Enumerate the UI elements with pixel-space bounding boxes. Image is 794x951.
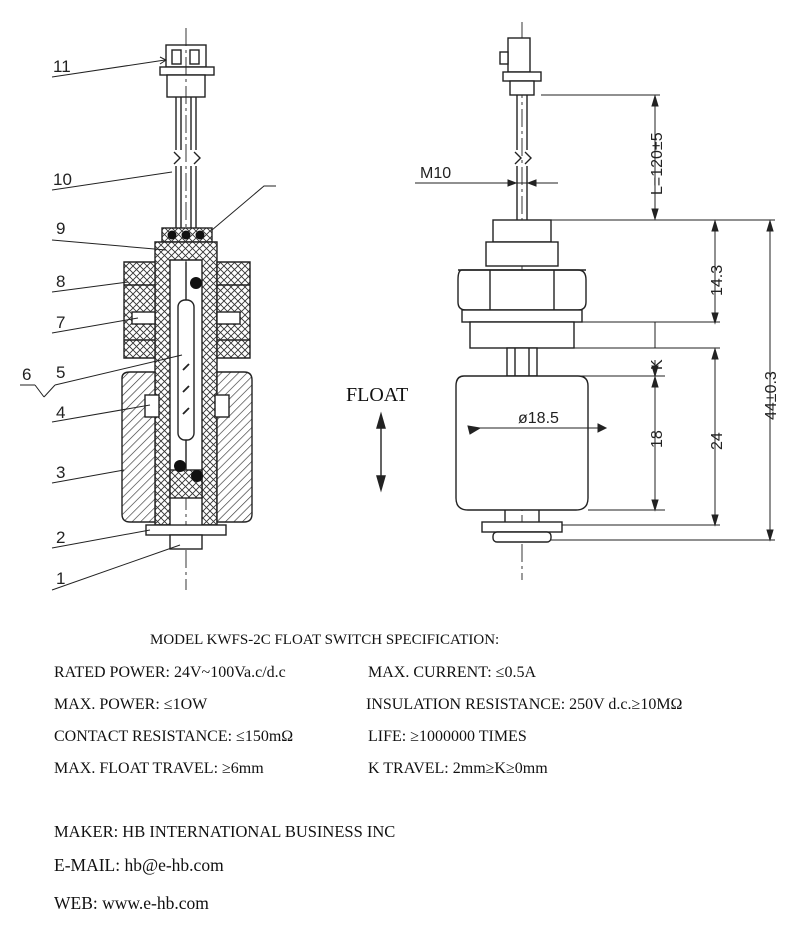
- part-label-3: 3: [56, 463, 65, 482]
- spec-k-travel: K TRAVEL: 2mm≥K≥0mm: [368, 760, 548, 777]
- part-label-5: 5: [56, 363, 65, 382]
- web-info: WEB: www.e-hb.com: [54, 893, 209, 913]
- hex-nut-right: [216, 261, 251, 359]
- dim-overall-height: 44±0.3: [763, 371, 780, 420]
- hex-nut-left: [123, 261, 156, 359]
- retaining-washer: [145, 524, 227, 536]
- part-label-10: 10: [53, 170, 72, 189]
- side-connector: [499, 37, 542, 96]
- spec-max-current: MAX. CURRENT: ≤0.5A: [368, 664, 536, 681]
- part-number-labels: 11 10 9 8 7 6 5 4 3 2 1: [22, 57, 72, 588]
- lead-wires: [173, 97, 201, 235]
- float-direction-arrow: [376, 411, 386, 493]
- dim-cable-length: L=120±5: [649, 132, 666, 195]
- spec-title: MODEL KWFS-2C FLOAT SWITCH SPECIFICATION…: [150, 632, 500, 648]
- maker-info: MAKER: HB INTERNATIONAL BUSINESS INC: [54, 822, 396, 841]
- top-cap: [492, 219, 552, 243]
- dim-nut-height: 14.3: [709, 265, 726, 296]
- connector: [159, 44, 215, 98]
- spec-contact-resistance: CONTACT RESISTANCE: ≤150mΩ: [54, 728, 294, 745]
- side-float: [455, 375, 589, 511]
- part-label-2: 2: [56, 528, 65, 547]
- dim-float-height: 18: [649, 430, 666, 448]
- dim-k: K: [649, 359, 666, 370]
- dimension-labels: L=120±5 M10 14.3 44±0.3 K ø18.5 18 24: [420, 132, 780, 450]
- spec-rated-power: RATED POWER: 24V~100Va.c/d.c: [54, 664, 286, 681]
- dim-float-travel-height: 24: [709, 432, 726, 450]
- dim-thread: M10: [420, 165, 451, 182]
- dimension-lines: [415, 94, 775, 542]
- part-label-8: 8: [56, 272, 65, 291]
- technical-drawing: 11 10 9 8 7 6 5 4 3 2 1 FLOAT: [20, 22, 780, 591]
- dim-float-diameter: ø18.5: [518, 410, 559, 427]
- spec-insulation: INSULATION RESISTANCE: 250V d.c.≥10MΩ: [366, 696, 683, 713]
- spec-float-travel: MAX. FLOAT TRAVEL: ≥6mm: [54, 760, 264, 777]
- part-label-4: 4: [56, 403, 65, 422]
- part-label-1: 1: [56, 569, 65, 588]
- part-label-7: 7: [56, 313, 65, 332]
- reed-switch: [177, 299, 195, 441]
- spec-life: LIFE: ≥1000000 TIMES: [368, 728, 527, 745]
- part-label-9: 9: [56, 219, 65, 238]
- external-view: [455, 22, 589, 580]
- spec-max-power: MAX. POWER: ≤1OW: [54, 696, 208, 713]
- leader-lines: [20, 56, 276, 591]
- magnet-right: [214, 394, 230, 418]
- part-label-6: 6: [22, 365, 31, 384]
- cross-section-view: [20, 28, 276, 591]
- part-label-11: 11: [53, 57, 71, 76]
- float-label: FLOAT: [346, 384, 408, 406]
- side-hex-nut: [457, 269, 587, 311]
- email-info: E-MAIL: hb@e-hb.com: [54, 855, 224, 875]
